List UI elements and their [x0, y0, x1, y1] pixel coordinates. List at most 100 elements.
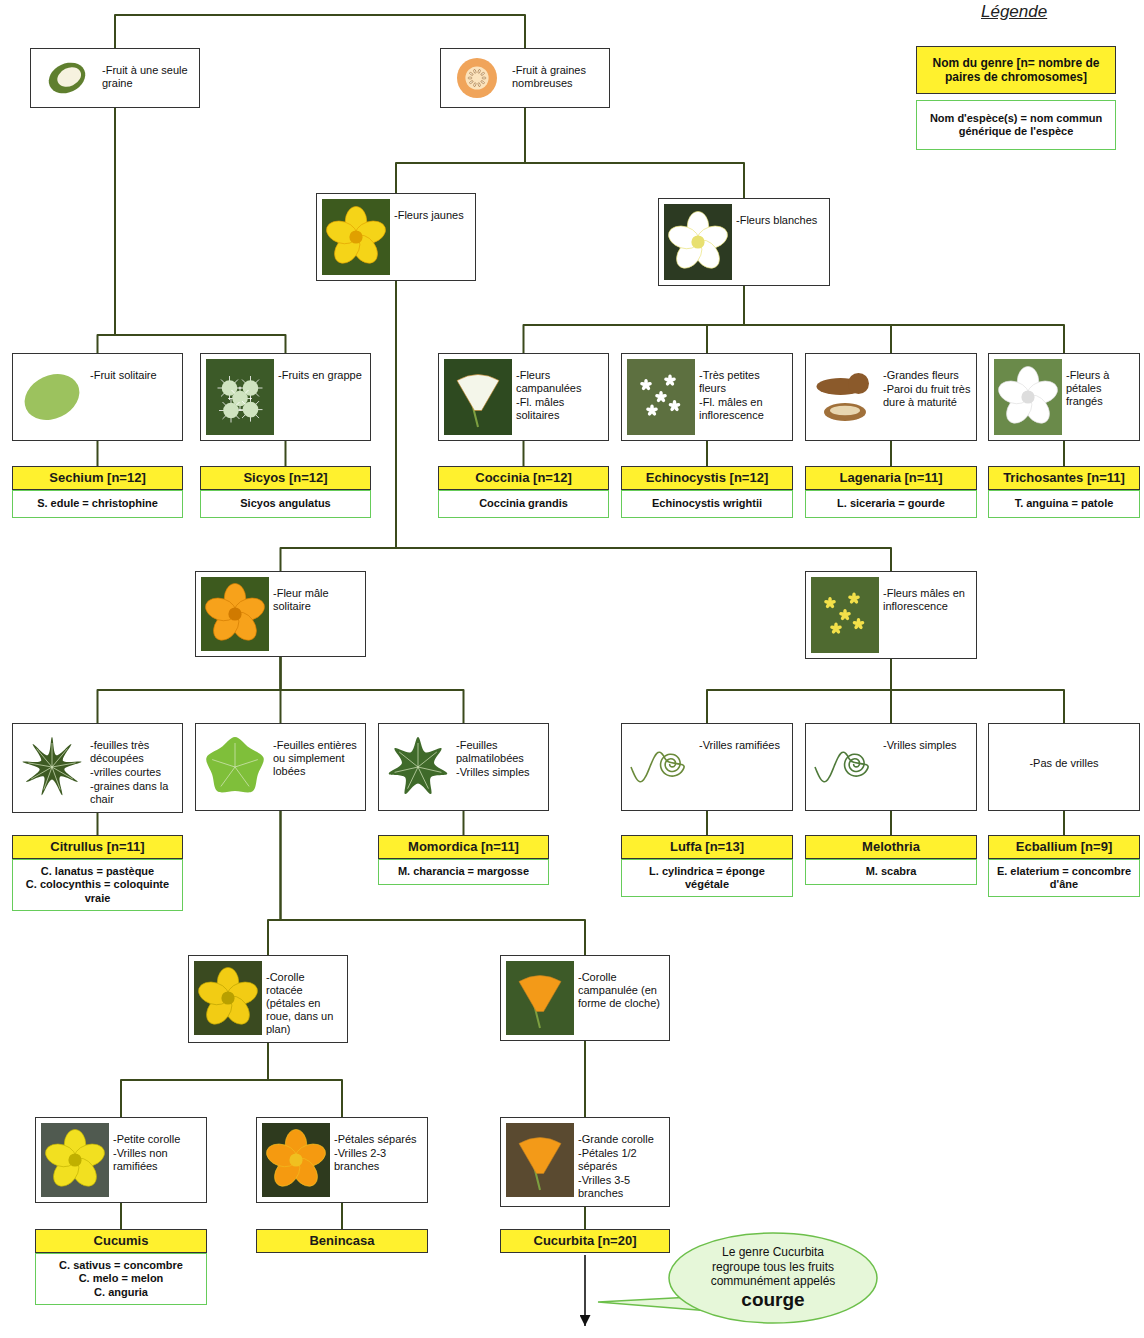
illustration — [194, 961, 262, 1035]
criterion-box: -Fleurs jaunes — [316, 193, 476, 281]
petal — [668, 402, 675, 407]
picture — [519, 1138, 561, 1191]
text-column: -Grandes fleurs-Paroi du fruit très dure… — [883, 359, 971, 410]
text-column: -Fruits en grappe — [278, 359, 365, 383]
criterion-text: -Vrilles non ramifiées — [113, 1147, 201, 1173]
seed — [469, 80, 473, 84]
criterion-text: -Fleurs campanulées — [516, 369, 603, 395]
criterion-text: -Vrilles simples — [456, 766, 543, 779]
picture-ground — [201, 729, 269, 805]
picture-ground — [506, 961, 574, 1035]
genus-box: Luffa [n=13] — [621, 835, 793, 859]
illustration — [627, 359, 695, 435]
vine-connector — [121, 1043, 268, 1117]
illustration — [444, 359, 512, 435]
picture-ground — [444, 359, 512, 435]
genus-box: Benincasa — [256, 1229, 428, 1253]
picture-ground — [994, 359, 1062, 435]
species-name: C. colocynthis = coloquinte vraie — [17, 878, 178, 904]
criterion-text: -Feuilles palmatilobées — [456, 739, 543, 765]
picture-ground — [36, 54, 98, 102]
genus-box: Cucurbita [n=20] — [500, 1229, 670, 1253]
text-column: -Corolle rotacée (pétales en roue, dans … — [266, 961, 342, 1037]
criterion-box: -Vrilles ramifiées — [621, 723, 793, 811]
vine-connector — [285, 441, 287, 466]
legend-heading: Légende — [981, 2, 1047, 22]
picture — [22, 737, 81, 795]
vine-connector — [115, 108, 286, 353]
criterion-text: -Pétales 1/2 séparés — [578, 1147, 664, 1173]
illustration — [206, 359, 274, 435]
species-name: C. anguria — [94, 1286, 148, 1299]
genus-box: Melothria — [805, 835, 977, 859]
leaf-vein — [418, 752, 437, 767]
genus-name: Sicyos [n=12] — [243, 470, 327, 486]
genus-name: Echinocystis [n=12] — [646, 470, 768, 486]
genus-name: Citrullus [n=11] — [50, 839, 144, 855]
text-column: -Corolle campanulée (en forme de cloche) — [578, 961, 664, 1011]
species-box: E. elaterium = concombre d'âne — [988, 859, 1140, 897]
fruit-flesh — [54, 64, 84, 91]
criterion-box: -Fleurs mâles en inflorescence — [805, 571, 977, 659]
criterion-text: -Vrilles 2-3 branches — [334, 1147, 422, 1173]
vine-connector — [706, 441, 708, 466]
criterion-text: -Vrilles simples — [883, 739, 971, 752]
genus-name: Benincasa — [309, 1233, 374, 1249]
vine-connector — [97, 813, 99, 835]
leaf-vein — [37, 749, 52, 767]
genus-box: Trichosantes [n=11] — [988, 466, 1140, 490]
species-name: Coccinia grandis — [479, 497, 568, 510]
criterion-box: -Corolle rotacée (pétales en roue, dans … — [188, 955, 348, 1043]
leaf-vein — [235, 760, 258, 767]
species-box: S. edule = christophine — [12, 490, 183, 518]
text-column: -Fleurs à pétales frangés — [1066, 359, 1134, 409]
picture-ground — [627, 359, 695, 435]
species-name: S. edule = christophine — [37, 497, 158, 510]
text-column: -Vrilles simples — [883, 729, 971, 753]
fruit-flesh — [465, 66, 488, 89]
vine-connector — [98, 108, 116, 353]
text-column: -Pétales séparés-Vrilles 2-3 branches — [334, 1123, 422, 1174]
criterion-text: -Petite corolle — [113, 1133, 201, 1146]
genus-name: Trichosantes [n=11] — [1003, 470, 1125, 486]
criterion-text: -Fruits en grappe — [278, 369, 365, 382]
vine-connector — [463, 811, 465, 835]
genus-box: Citrullus [n=11] — [12, 835, 183, 859]
criterion-text: -Fleurs jaunes — [394, 209, 470, 222]
bubble-text: Le genre Cucurbita regroupe tous les fru… — [698, 1245, 848, 1288]
leaf-vein — [221, 767, 235, 786]
fruit — [223, 403, 239, 419]
species-box: M. scabra — [805, 859, 977, 885]
vine-connector — [97, 441, 99, 466]
species-name: T. anguina = patole — [1015, 497, 1114, 510]
petal — [655, 393, 662, 398]
bubble-text: courge — [741, 1289, 804, 1311]
criterion-text: -Fleurs à pétales frangés — [1066, 369, 1134, 408]
picture — [457, 375, 499, 428]
criterion-text: -Grandes fleurs — [883, 369, 971, 382]
leaf-vein — [212, 760, 235, 767]
picture — [43, 1129, 108, 1191]
picture — [815, 752, 868, 782]
species-name: E. elaterium = concombre d'âne — [993, 865, 1135, 891]
picture-ground — [506, 1123, 574, 1197]
seed — [478, 82, 481, 86]
seed — [480, 72, 484, 76]
picture — [817, 373, 870, 421]
seed — [473, 82, 476, 86]
criterion-text: -Fleurs blanches — [736, 214, 824, 227]
text-column: -Fleurs blanches — [736, 204, 824, 228]
criterion-text: -feuilles très découpées — [90, 739, 177, 765]
illustration — [811, 359, 879, 435]
criterion-box: -Feuilles entières ou simplement lobées — [195, 723, 366, 811]
vine-connector — [281, 811, 586, 955]
leaf-vein — [52, 749, 67, 767]
bell-flower — [457, 375, 499, 411]
leaf-vein — [235, 767, 249, 786]
genus-name: Luffa [n=13] — [670, 839, 744, 855]
picture — [519, 976, 561, 1029]
seed — [478, 69, 481, 73]
picture — [18, 365, 86, 428]
picture-ground — [18, 729, 86, 805]
picture — [44, 57, 91, 99]
